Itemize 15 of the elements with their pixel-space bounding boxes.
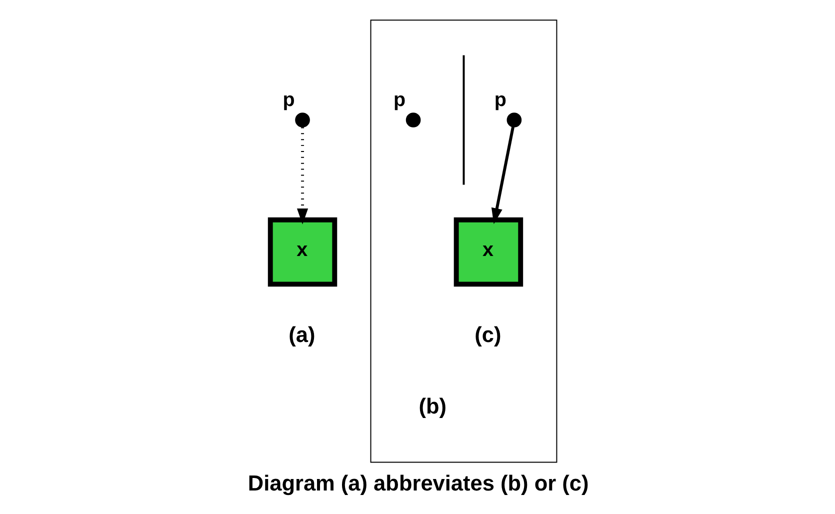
label: (c)	[474, 322, 502, 348]
node-circle	[506, 112, 522, 128]
label: (b)	[418, 393, 447, 418]
node-box: x	[268, 217, 338, 287]
node-label: p	[394, 89, 406, 112]
caption: Diagram (a) abbreviates (b) or (c)	[248, 470, 589, 496]
label: (a)	[288, 322, 316, 348]
node-circle	[406, 112, 421, 128]
node-circle	[295, 112, 310, 128]
node-box: x	[454, 217, 524, 287]
node-label: p	[282, 89, 295, 112]
node-label: p	[494, 89, 506, 112]
arrow	[296, 127, 308, 224]
cluster	[370, 20, 558, 463]
arrow	[491, 126, 514, 224]
